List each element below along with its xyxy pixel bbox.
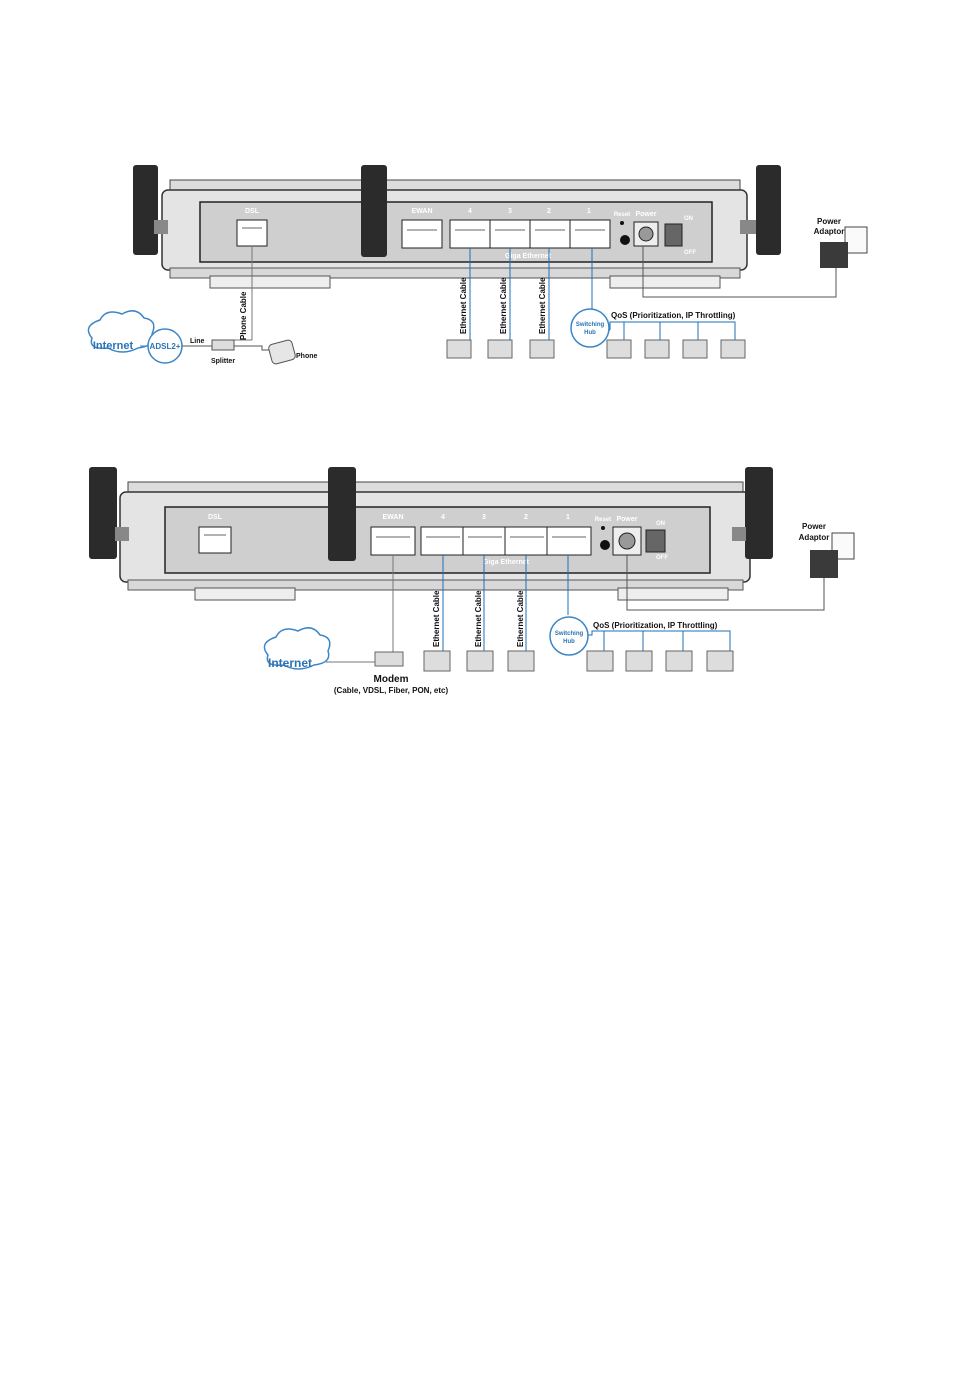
ethernet-cable-label-3: Ethernet Cable (474, 590, 483, 647)
computer-icon (665, 650, 693, 672)
dsl-port-label: DSL (245, 208, 260, 215)
lan2-port (504, 526, 550, 556)
computer-icon (606, 339, 632, 359)
power-port-label: Power (635, 211, 656, 218)
computer-icon (644, 339, 670, 359)
switching-hub-label-2: Hub (584, 330, 596, 336)
lan3-port-label: 3 (508, 208, 512, 215)
antenna-center (328, 467, 356, 561)
ethernet-cable-label-4: Ethernet Cable (432, 590, 441, 647)
antenna-right (756, 165, 781, 255)
ewan-diagram-svg: DSL EWAN 4 3 2 1 Reset Power ON OFF Giga… (89, 467, 855, 695)
switching-hub-icon (570, 308, 610, 348)
power-outlet-icon (844, 226, 868, 254)
lan1-port (546, 526, 592, 556)
adsl-label: ADSL2+ (150, 342, 181, 351)
lan4-port-label: 4 (441, 514, 445, 521)
splitter-icon (211, 339, 235, 351)
reset-label: Reset (595, 517, 611, 523)
reset-label: Reset (614, 212, 630, 218)
switching-hub-label-1: Switching (555, 631, 584, 637)
off-label: OFF (656, 555, 668, 561)
computer-icon (529, 339, 555, 359)
adsl-diagram-svg: DSL EWAN 4 3 2 1 Reset Power ON OFF Giga… (87, 165, 868, 365)
power-adaptor-label-2: Adaptor (814, 227, 845, 236)
ethernet-cable-label-4: Ethernet Cable (459, 277, 468, 334)
lan4-port (449, 219, 491, 249)
ewan-port (401, 219, 443, 249)
phone-label: Phone (296, 353, 317, 360)
internet-label: Internet (93, 340, 134, 352)
computer-icon (507, 650, 535, 672)
lan3-port-label: 3 (482, 514, 486, 521)
reset-button (620, 235, 630, 245)
power-adaptor-label-2: Adaptor (799, 533, 830, 542)
lan1-port (569, 219, 611, 249)
lan4-port-label: 4 (468, 208, 472, 215)
computer-icon (682, 339, 708, 359)
dsl-port (236, 219, 268, 247)
giga-ethernet-label: Giga Ethernet (505, 253, 552, 260)
lan1-port-label: 1 (587, 208, 591, 215)
lan3-port (462, 526, 508, 556)
power-switch (645, 529, 666, 553)
lan2-port (529, 219, 571, 249)
computer-icon (625, 650, 653, 672)
switching-hub-label-1: Switching (576, 322, 605, 328)
ewan-port-label: EWAN (412, 208, 433, 215)
internet-label: Internet (268, 656, 312, 670)
lan1-port-label: 1 (566, 514, 570, 521)
ethernet-cable-label-2: Ethernet Cable (538, 277, 547, 334)
antenna-right (745, 467, 773, 559)
qos-label: QoS (Prioritization, IP Throttling) (611, 311, 736, 320)
switching-hub-label-2: Hub (563, 639, 575, 645)
internet-cloud-icon (87, 310, 155, 353)
qos-label: QoS (Prioritization, IP Throttling) (593, 621, 718, 630)
computer-icon (466, 650, 494, 672)
computer-icon (586, 650, 614, 672)
off-label: OFF (684, 250, 696, 256)
dsl-port-label: DSL (208, 514, 223, 521)
ewan-port (370, 526, 416, 556)
power-switch (664, 223, 683, 247)
computer-icon (487, 339, 513, 359)
power-adaptor-label-1: Power (802, 522, 826, 531)
ewan-port-label: EWAN (383, 514, 404, 521)
ethernet-cable-label-3: Ethernet Cable (499, 277, 508, 334)
modem-label: Modem (374, 674, 409, 685)
reset-button (600, 540, 610, 550)
lan2-port-label: 2 (524, 514, 528, 521)
antenna-left (133, 165, 158, 255)
antenna-left (89, 467, 117, 559)
power-adaptor-label-1: Power (817, 217, 841, 226)
on-label: ON (656, 521, 665, 527)
power-port-label: Power (616, 516, 637, 523)
antenna-center (361, 165, 387, 257)
adsl-connection-diagram: DSL EWAN 4 3 2 1 Reset Power ON OFF Giga… (0, 150, 954, 390)
ewan-connection-diagram: DSL EWAN 4 3 2 1 Reset Power ON OFF Giga… (0, 455, 954, 715)
switching-hub-icon (549, 616, 589, 656)
lan3-port (489, 219, 531, 249)
modem-types-label: (Cable, VDSL, Fiber, PON, etc) (334, 686, 449, 695)
phone-icon (268, 339, 296, 365)
computer-icon (720, 339, 746, 359)
computer-icon (423, 650, 451, 672)
ethernet-cable-label-2: Ethernet Cable (516, 590, 525, 647)
lan4-port (420, 526, 466, 556)
lan2-port-label: 2 (547, 208, 551, 215)
computer-icon (706, 650, 734, 672)
computer-icon (446, 339, 472, 359)
phone-cable-label: Phone Cable (239, 291, 248, 340)
giga-ethernet-label: Giga Ethernet (483, 559, 530, 566)
line-label: Line (190, 338, 204, 345)
splitter-label: Splitter (211, 358, 235, 365)
modem-icon (374, 651, 404, 667)
on-label: ON (684, 216, 693, 222)
dsl-port (198, 526, 232, 554)
internet-cloud-icon (263, 627, 331, 670)
power-adaptor-icon (810, 550, 838, 578)
power-adaptor-icon (820, 242, 848, 268)
